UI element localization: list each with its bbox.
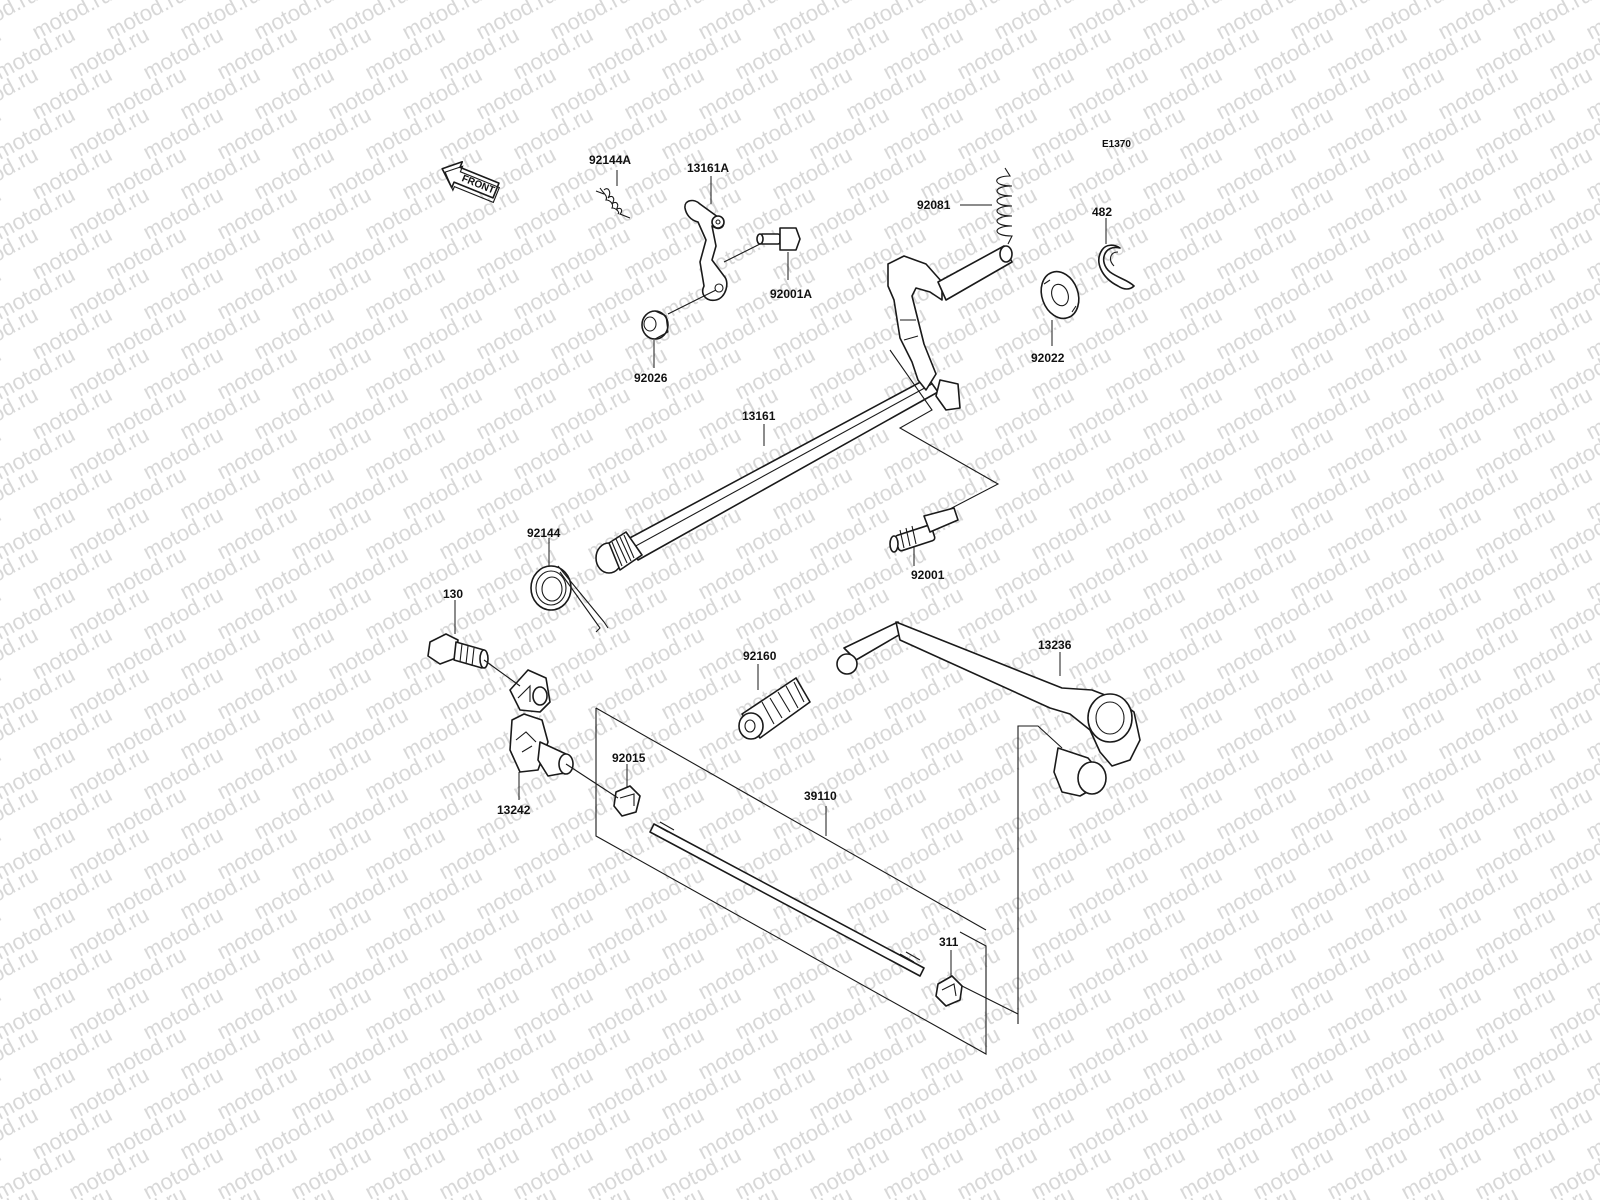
stud-92001 bbox=[889, 507, 959, 553]
part-label-92015: 92015 bbox=[612, 751, 646, 765]
nut-311 bbox=[935, 975, 963, 1007]
part-label-92160: 92160 bbox=[743, 649, 777, 663]
part-label-92001a: 92001A bbox=[770, 287, 812, 301]
part-label-92144a: 92144A bbox=[589, 153, 631, 167]
part-label-39110: 39110 bbox=[804, 789, 837, 803]
part-label-92026: 92026 bbox=[634, 371, 668, 385]
part-label-13236: 13236 bbox=[1038, 638, 1072, 652]
diagram-code: E1370 bbox=[1102, 139, 1131, 150]
leader-lines bbox=[454, 170, 1107, 976]
shift-pedal-13236 bbox=[836, 621, 1141, 797]
torsion-spring-92144 bbox=[530, 565, 609, 633]
spring-92081 bbox=[996, 167, 1013, 245]
bolt-92001a bbox=[756, 227, 801, 251]
nut-92015 bbox=[613, 785, 641, 817]
bolt-130 bbox=[427, 633, 489, 669]
part-label-13161: 13161 bbox=[742, 409, 776, 423]
grip-92160 bbox=[738, 677, 811, 740]
part-label-92022: 92022 bbox=[1031, 351, 1065, 365]
part-label-13161a: 13161A bbox=[687, 161, 729, 175]
collar-92026 bbox=[641, 310, 669, 340]
linkage-13242 bbox=[509, 669, 574, 777]
lever-plate-13161a bbox=[684, 199, 728, 302]
tie-rod-39110 bbox=[649, 821, 925, 977]
part-label-482: 482 bbox=[1092, 205, 1112, 219]
assembly-outline bbox=[483, 243, 1063, 1055]
shift-shaft-13161 bbox=[595, 245, 1013, 574]
part-label-92144: 92144 bbox=[527, 526, 561, 540]
circlip-482 bbox=[1098, 244, 1135, 290]
part-label-92001: 92001 bbox=[911, 568, 945, 582]
part-label-130: 130 bbox=[443, 587, 463, 601]
washer-92022 bbox=[1040, 270, 1080, 320]
part-label-13242: 13242 bbox=[497, 803, 531, 817]
part-label-92081: 92081 bbox=[917, 198, 951, 212]
part-label-311: 311 bbox=[939, 935, 959, 949]
spring-92144a bbox=[595, 187, 631, 219]
